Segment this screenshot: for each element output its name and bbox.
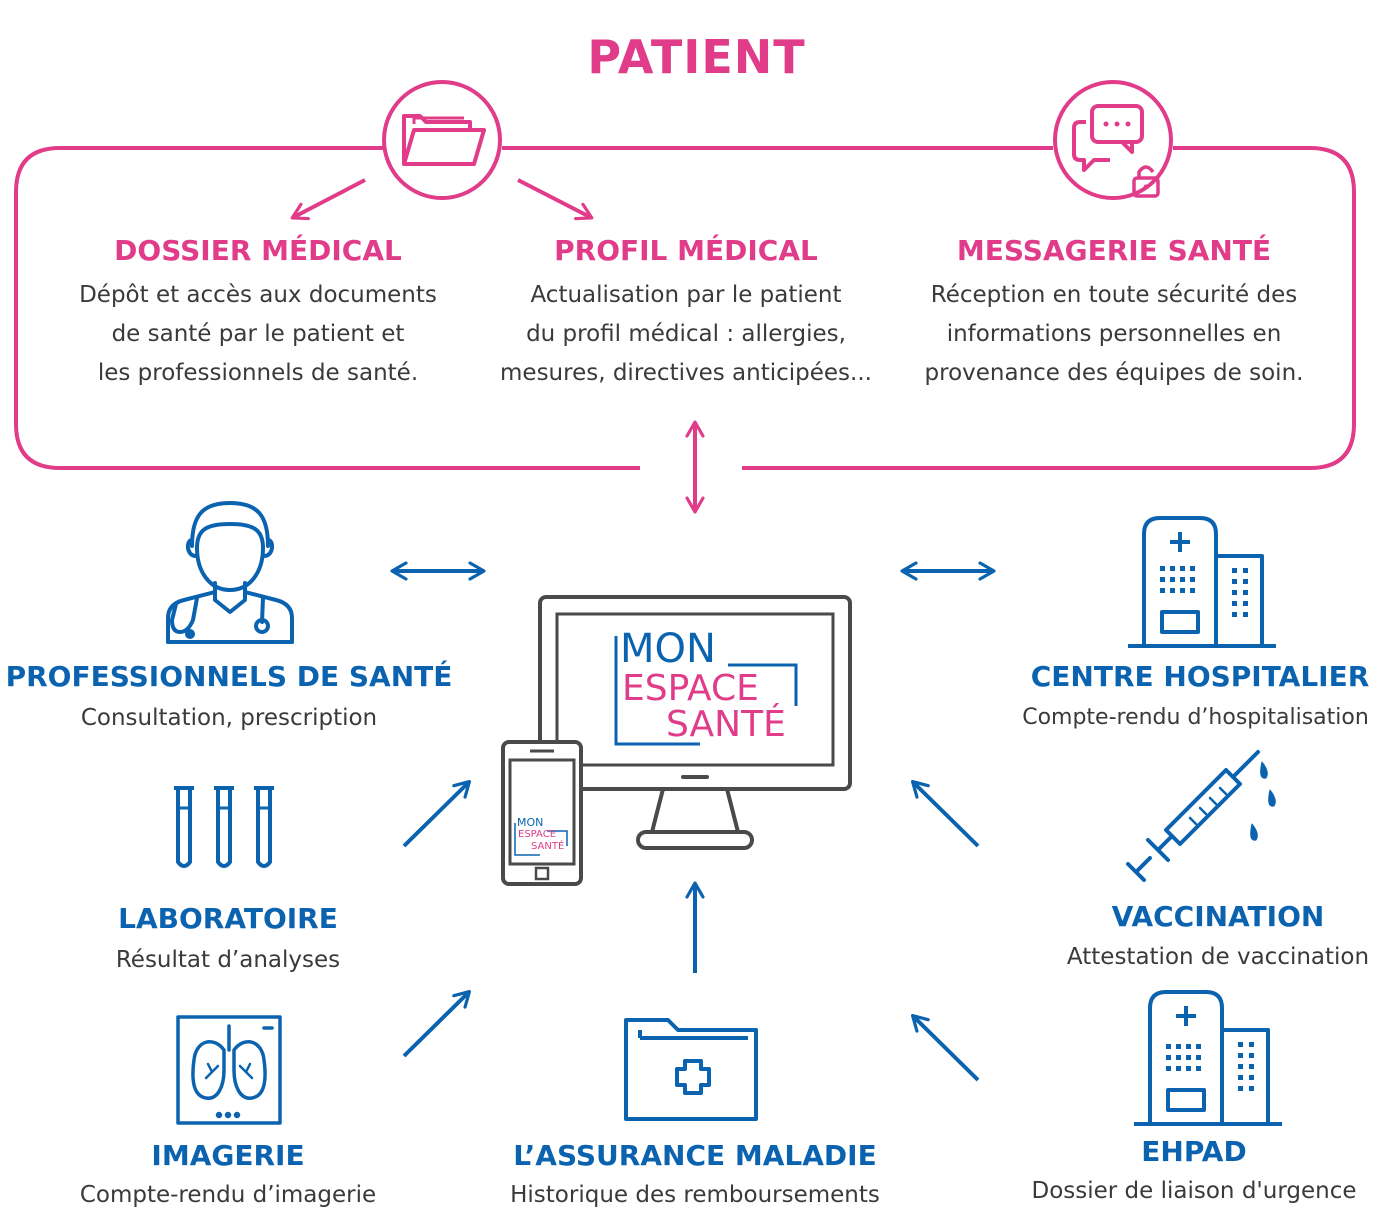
hospital-windows — [1160, 566, 1248, 617]
window-dot — [1186, 1055, 1191, 1060]
logo-espace: ESPACE — [622, 668, 759, 709]
window-dot — [1238, 1042, 1243, 1047]
page-title: PATIENT — [587, 30, 806, 84]
window-dot — [1196, 1066, 1201, 1071]
messagerie-heading: MESSAGERIE SANTÉ — [956, 234, 1272, 267]
arrow-to-profil — [517, 178, 594, 221]
window-dot — [1180, 577, 1185, 582]
arrow-vaccination — [910, 779, 980, 848]
window-dot — [1166, 1055, 1171, 1060]
arrow-to-dossier — [290, 178, 366, 221]
window-dot — [1176, 1066, 1181, 1071]
hospital-icon — [1128, 516, 1276, 648]
ehpad-building-icon — [1134, 990, 1282, 1126]
window-dot — [1249, 1053, 1254, 1058]
professionnels-desc: Consultation, prescription — [80, 705, 378, 731]
window-dot — [1249, 1042, 1254, 1047]
hopital-heading: CENTRE HOSPITALIER — [1030, 660, 1370, 693]
arrow-laboratoire — [402, 779, 472, 848]
window-dot — [1249, 1064, 1254, 1069]
window-dot — [1232, 612, 1237, 617]
window-dot — [1196, 1044, 1201, 1049]
arrow-ehpad — [910, 1013, 980, 1082]
window-dot — [1186, 1066, 1191, 1071]
window-dot — [1160, 566, 1165, 571]
window-dot — [1232, 590, 1237, 595]
window-dot — [1249, 1086, 1254, 1091]
assurance-desc: Historique des remboursements — [510, 1182, 880, 1208]
window-dot — [1166, 1044, 1171, 1049]
laboratoire-heading: LABORATOIRE — [118, 902, 338, 935]
window-dot — [1166, 1066, 1171, 1071]
window-dot — [1176, 1055, 1181, 1060]
window-dot — [1249, 1075, 1254, 1080]
window-dot — [1180, 566, 1185, 571]
window-dot — [1243, 568, 1248, 573]
professionnels-heading: PROFESSIONNELS DE SANTÉ — [5, 660, 453, 693]
test-tubes-icon — [174, 786, 274, 868]
window-dot — [1160, 588, 1165, 593]
syringe-icon — [1126, 750, 1276, 882]
window-dot — [1176, 1044, 1181, 1049]
vaccination-desc: Attestation de vaccination — [1066, 944, 1370, 970]
window-dot — [1238, 1064, 1243, 1069]
vaccination-heading: VACCINATION — [1111, 900, 1325, 933]
logo-mon: MON — [620, 626, 716, 672]
window-dot — [1232, 601, 1237, 606]
hopital-desc: Compte-rendu d’hospitalisation — [1022, 705, 1369, 730]
window-dot — [1243, 601, 1248, 606]
window-dot — [1170, 577, 1175, 582]
window-dot — [1232, 568, 1237, 573]
ehpad-heading: EHPAD — [1141, 1135, 1247, 1168]
window-dot — [1238, 1053, 1243, 1058]
laboratoire-desc: Résultat d’analyses — [115, 947, 341, 973]
window-dot — [1170, 566, 1175, 571]
phone-logo-mon: MON — [517, 816, 544, 829]
window-dot — [1186, 1044, 1191, 1049]
logo-frame — [614, 636, 798, 746]
window-dot — [1196, 1055, 1201, 1060]
doctor-icon — [166, 501, 294, 644]
phone-logo-espace: ESPACE — [518, 829, 557, 840]
window-dot — [1190, 566, 1195, 571]
logo-sante: SANTÉ — [666, 704, 786, 745]
patient-frame — [14, 146, 1356, 470]
window-dot — [1243, 590, 1248, 595]
medical-folder-icon — [624, 1018, 758, 1121]
dossier-medical-heading: DOSSIER MÉDICAL — [114, 234, 402, 267]
window-dot — [1243, 579, 1248, 584]
phone-icon — [501, 740, 583, 886]
folder-icon — [382, 80, 502, 200]
imagerie-desc: Compte-rendu d’imagerie — [79, 1182, 377, 1208]
profil-medical-heading: PROFIL MÉDICAL — [554, 234, 818, 267]
window-dot — [1180, 588, 1185, 593]
ehpad-desc: Dossier de liaison d'urgence — [1031, 1178, 1357, 1204]
window-dot — [1232, 579, 1237, 584]
window-dot — [1238, 1086, 1243, 1091]
chat-lock-icon — [1053, 80, 1173, 200]
ehpad-windows — [1166, 1042, 1254, 1091]
window-dot — [1238, 1075, 1243, 1080]
window-dot — [1170, 588, 1175, 593]
arrow-imagerie — [402, 989, 472, 1058]
imagerie-heading: IMAGERIE — [151, 1139, 305, 1172]
window-dot — [1190, 577, 1195, 582]
xray-icon — [176, 1015, 282, 1125]
window-dot — [1190, 588, 1195, 593]
window-dot — [1160, 577, 1165, 582]
assurance-heading: L’ASSURANCE MALADIE — [513, 1139, 877, 1172]
phone-logo-sante: SANTÉ — [531, 841, 565, 852]
window-dot — [1243, 612, 1248, 617]
